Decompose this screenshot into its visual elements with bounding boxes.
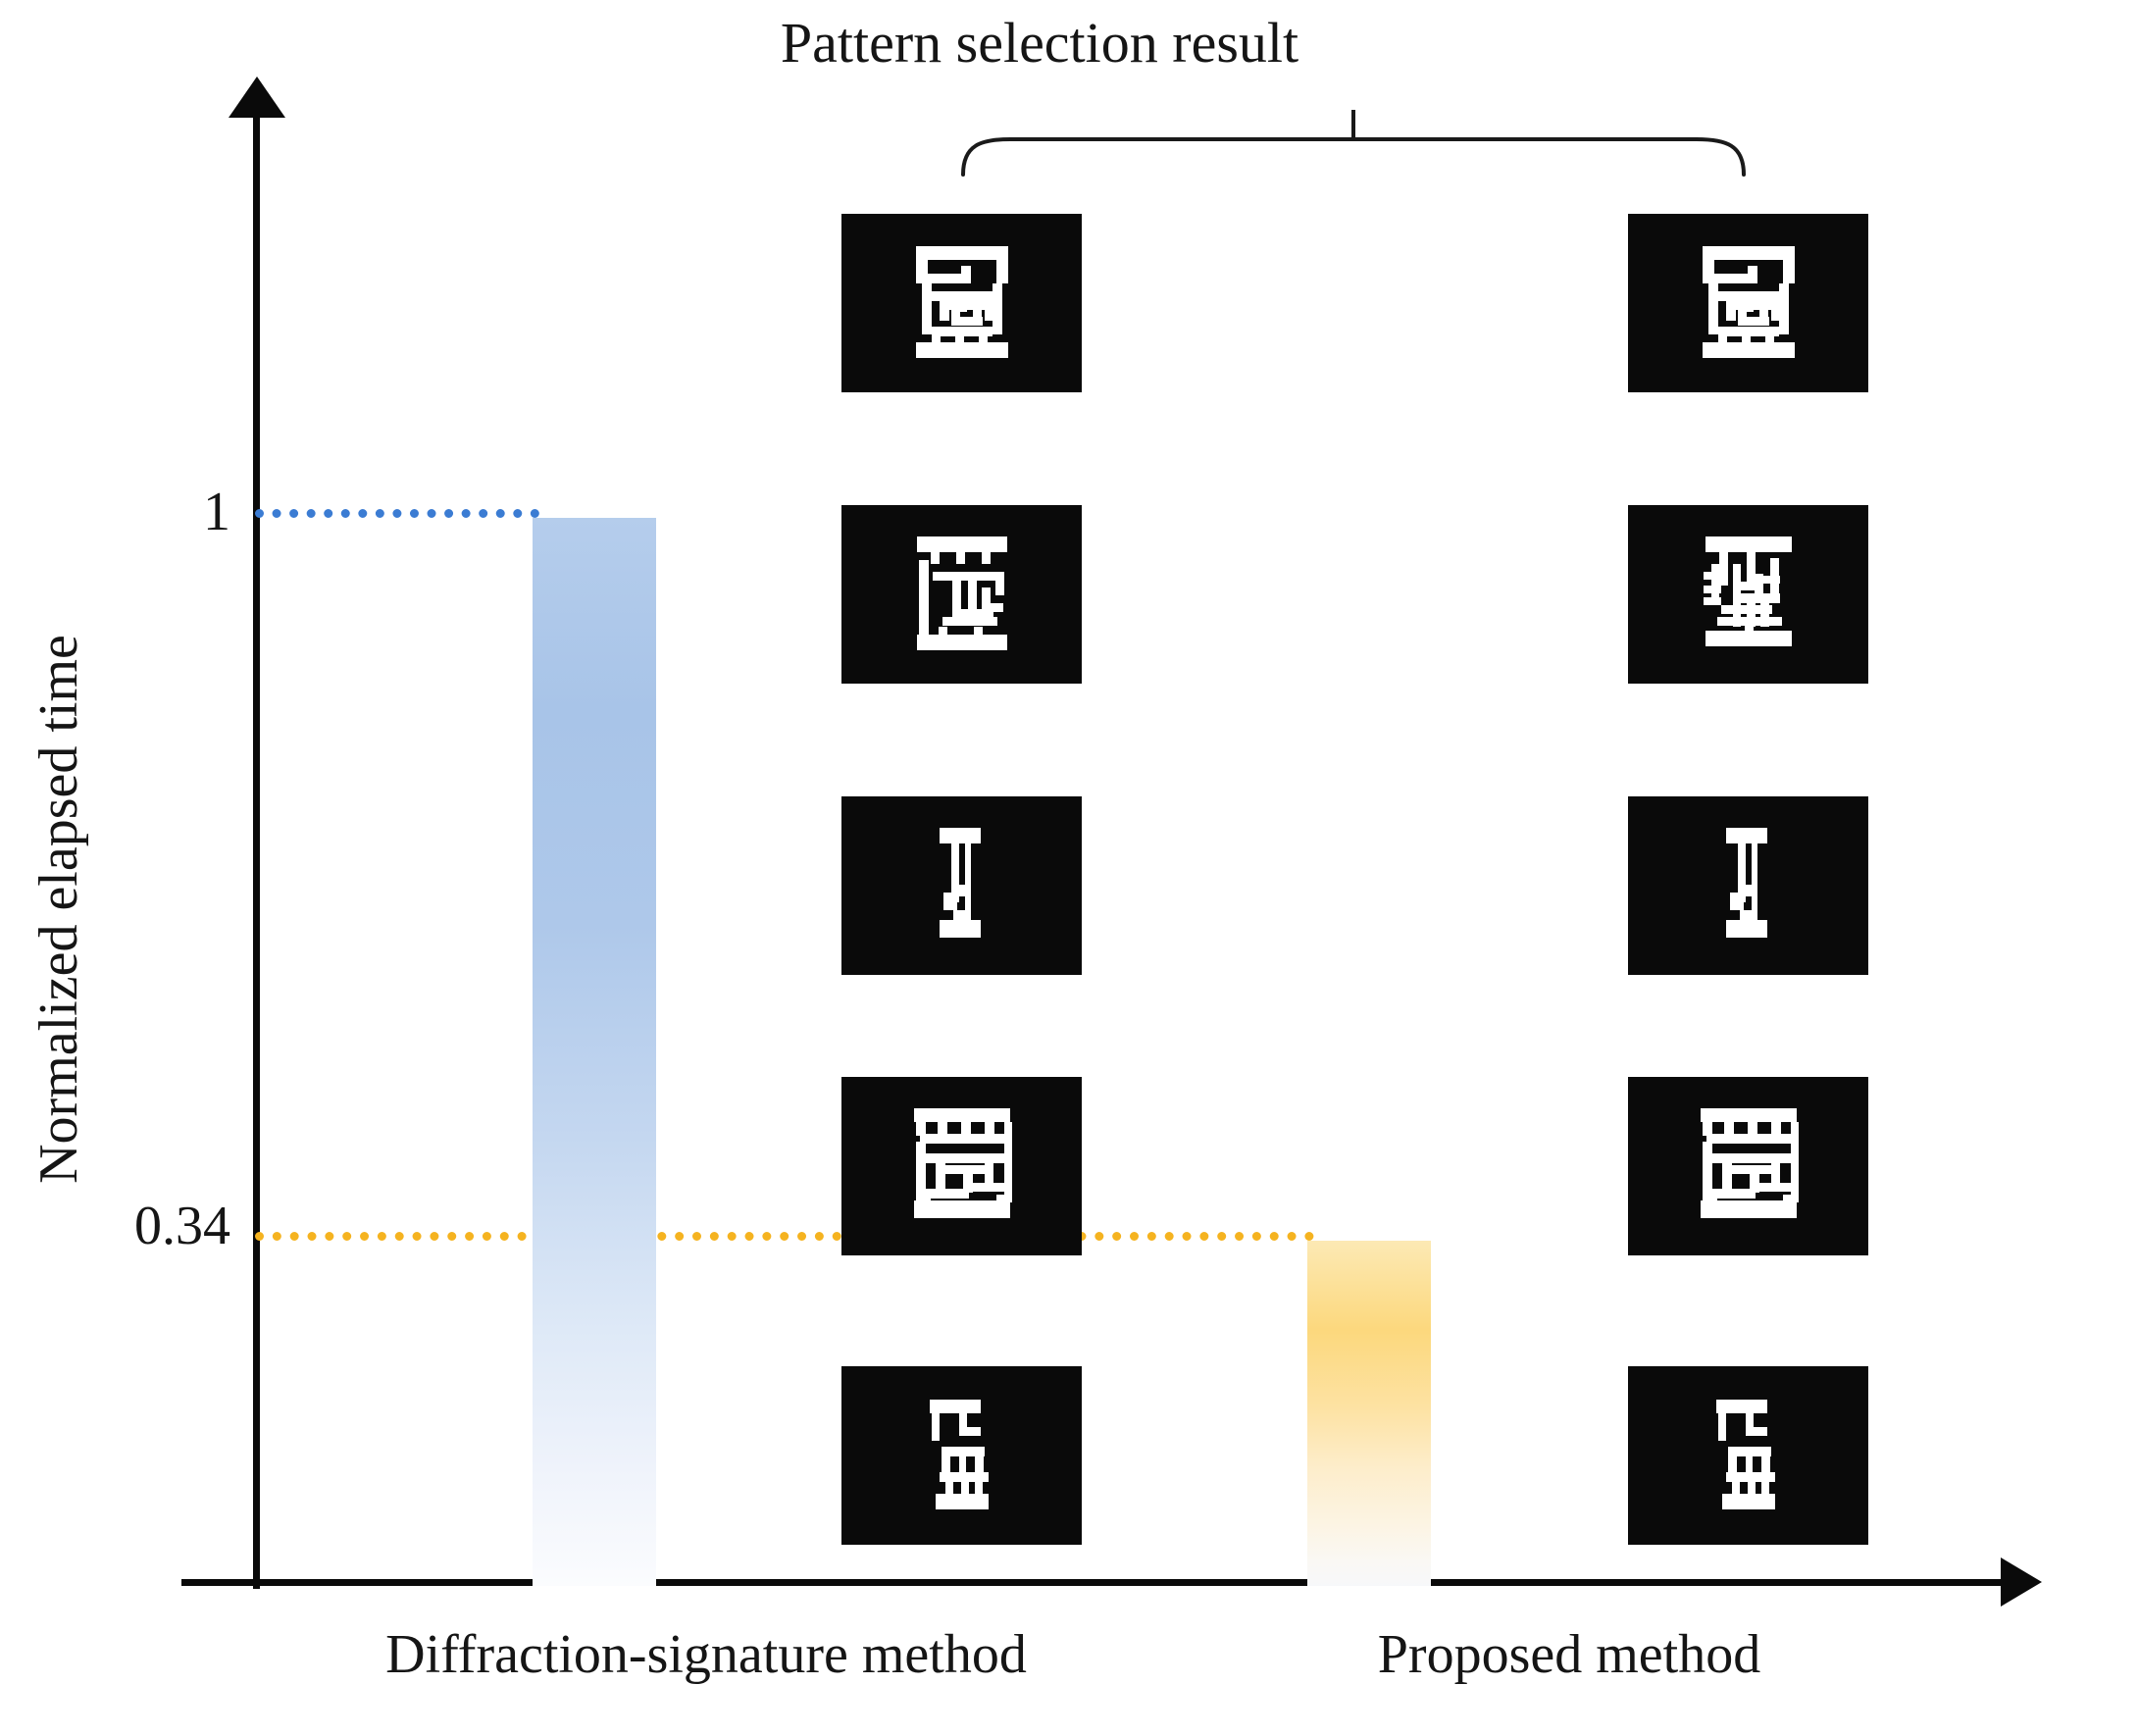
pattern-b-icon: [916, 536, 1007, 650]
pattern-f-icon: [1715, 1400, 1775, 1509]
pattern-tile-right-2[interactable]: [1628, 505, 1868, 684]
pattern-tile-left-5[interactable]: [841, 1366, 1082, 1545]
pattern-f-icon: [929, 1400, 989, 1509]
pattern-c-icon: [1725, 828, 1767, 938]
chart-title: Pattern selection result: [780, 11, 1299, 75]
pattern-tile-left-2[interactable]: [841, 505, 1082, 684]
pattern-e-icon: [1703, 536, 1792, 646]
pattern-d-icon: [1700, 1108, 1799, 1218]
y-axis-arrow-icon: [229, 77, 285, 118]
x-axis-arrow-icon: [2001, 1557, 2042, 1607]
pattern-a-icon: [915, 246, 1008, 358]
pattern-tile-right-1[interactable]: [1628, 214, 1868, 392]
bar-proposed-method[interactable]: [1307, 1241, 1431, 1586]
pattern-tile-right-3[interactable]: [1628, 796, 1868, 975]
pattern-c-icon: [939, 828, 981, 938]
y-axis-line: [253, 93, 260, 1589]
pattern-d-icon: [913, 1108, 1012, 1218]
x-category-label-proposed: Proposed method: [1377, 1624, 1761, 1685]
y-tick-label-1: 1: [203, 482, 230, 542]
bar-diffraction-signature-method[interactable]: [533, 518, 656, 1586]
brace-annotation: [942, 98, 1765, 177]
guide-line-diffraction: [255, 509, 539, 518]
pattern-tile-left-1[interactable]: [841, 214, 1082, 392]
y-axis-title: Normalized elapsed time: [28, 635, 89, 1184]
pattern-tile-left-3[interactable]: [841, 796, 1082, 975]
pattern-tile-left-4[interactable]: [841, 1077, 1082, 1255]
pattern-tile-right-4[interactable]: [1628, 1077, 1868, 1255]
x-category-label-diffraction: Diffraction-signature method: [385, 1624, 1027, 1685]
guide-line-proposed: [255, 1232, 1314, 1241]
x-axis-line: [181, 1579, 2011, 1586]
brace-icon: [961, 110, 1746, 177]
pattern-a-icon: [1702, 246, 1795, 358]
pattern-tile-right-5[interactable]: [1628, 1366, 1868, 1545]
y-tick-label-034: 0.34: [134, 1196, 230, 1256]
